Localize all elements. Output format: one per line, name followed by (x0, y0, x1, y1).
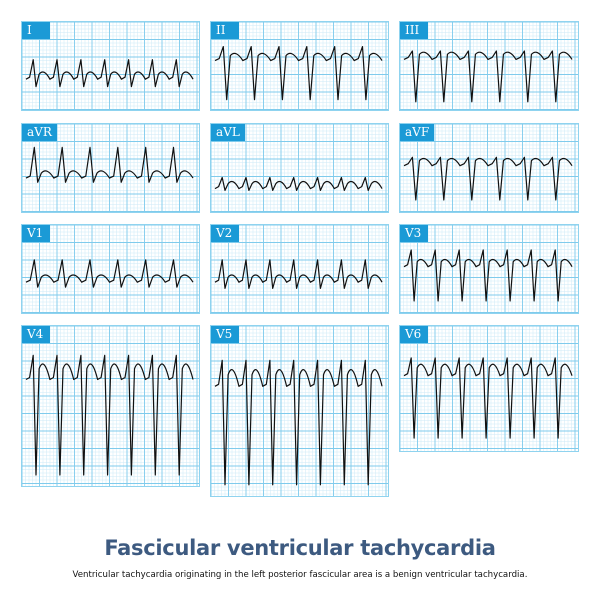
ecg-strip (211, 326, 388, 496)
ecg-panel-lead-avf: aVF (399, 123, 579, 213)
lead-label: II (211, 22, 239, 39)
ecg-panel-lead-avl: aVL (210, 123, 389, 213)
lead-label: aVR (22, 124, 57, 141)
ecg-strip (22, 22, 199, 110)
ecg-strip (22, 124, 199, 212)
ecg-strip (211, 225, 388, 313)
figure-title: Fascicular ventricular tachycardia (104, 536, 496, 560)
ecg-trace (214, 46, 383, 101)
ecg-trace (403, 156, 573, 201)
ecg-panel-lead-v3: V3 (399, 224, 579, 314)
figure-subtitle: Ventricular tachycardia originating in t… (72, 570, 528, 580)
ecg-trace (25, 146, 194, 183)
ecg-strip (400, 22, 578, 110)
lead-label: I (22, 22, 50, 39)
ecg-panel-lead-v5: V5 (210, 325, 389, 497)
lead-label: V1 (22, 225, 50, 242)
ecg-panel-lead-v4: V4 (21, 325, 200, 487)
ecg-trace (25, 259, 194, 288)
ecg-panel-lead-v2: V2 (210, 224, 389, 314)
ecg-strip (400, 124, 578, 212)
ecg-trace (403, 357, 573, 439)
ecg-trace (403, 50, 573, 103)
ecg-trace (25, 59, 194, 88)
lead-label: V3 (400, 225, 428, 242)
lead-label: V6 (400, 326, 428, 343)
ecg-trace (25, 354, 194, 476)
ecg-trace (214, 259, 383, 289)
ecg-trace (403, 249, 573, 302)
ecg-panel-lead-ii: II (210, 21, 389, 111)
ecg-panel-lead-v6: V6 (399, 325, 579, 452)
ecg-trace (214, 359, 383, 486)
lead-label: III (400, 22, 428, 39)
ecg-panel-lead-iii: III (399, 21, 579, 111)
lead-label: V2 (211, 225, 239, 242)
lead-label: aVF (400, 124, 435, 141)
ecg-panel-lead-v1: V1 (21, 224, 200, 314)
lead-label: aVL (211, 124, 245, 141)
ecg-strip (400, 326, 578, 451)
ecg-panel-lead-avr: aVR (21, 123, 200, 213)
ecg-strip (211, 22, 388, 110)
ecg-panel-lead-i: I (21, 21, 200, 111)
lead-label: V4 (22, 326, 50, 343)
lead-label: V5 (211, 326, 239, 343)
ecg-trace (214, 176, 383, 191)
ecg-strip (22, 326, 199, 486)
